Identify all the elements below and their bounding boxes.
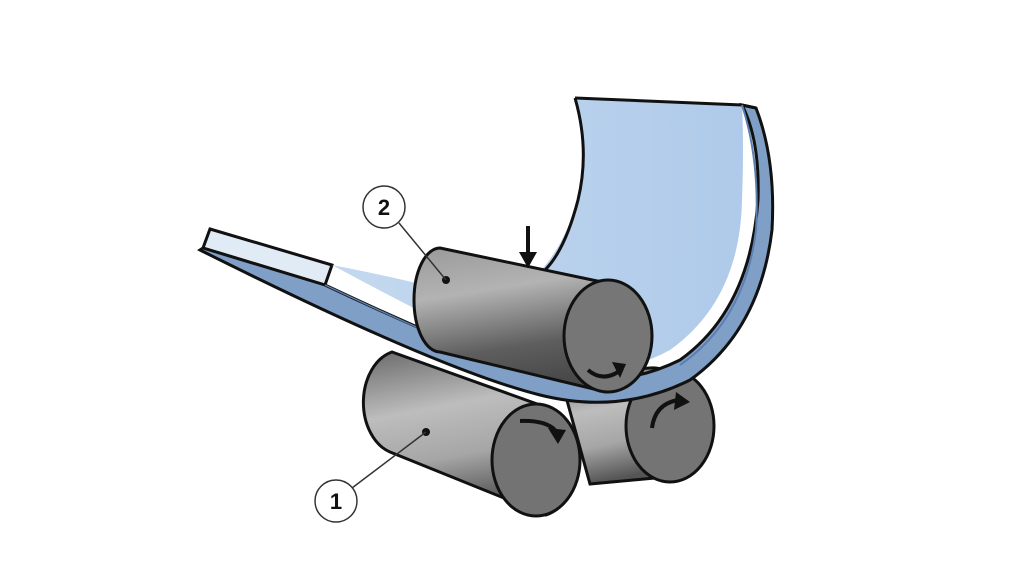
- top-roll-rotation-arrowhead: [612, 362, 626, 378]
- lower-left-roll: [361, 350, 582, 518]
- downward-force-arrow: [519, 226, 537, 268]
- callout-1-label: 1: [330, 489, 342, 514]
- top-roll: [412, 246, 654, 394]
- callout-1: 1: [314, 431, 427, 523]
- lower-right-roll-rotation-arrowhead: [674, 392, 690, 410]
- top-roll-rotation-arrow: [586, 368, 620, 379]
- lower-left-roll-rotation-arrowhead: [548, 428, 566, 444]
- callout-2-label: 2: [378, 195, 390, 220]
- callout-2: 2: [362, 185, 447, 281]
- lower-left-roll-rotation-arrow: [519, 418, 557, 432]
- lower-right-roll-rotation-arrow: [650, 398, 679, 429]
